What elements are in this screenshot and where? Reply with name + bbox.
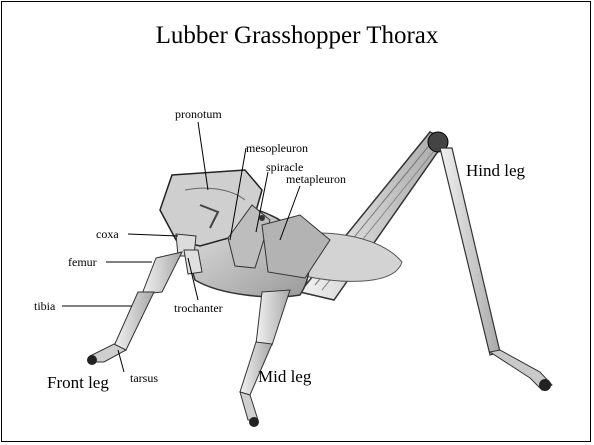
tarsus-leader [118, 350, 124, 372]
hind-claw [539, 379, 551, 391]
mid-claw [249, 417, 259, 427]
label-trochanter: trochanter [174, 301, 223, 315]
label-coxa: coxa [96, 227, 119, 241]
mid-femur [256, 290, 290, 345]
label-tibia: tibia [34, 299, 56, 313]
front-claw [87, 355, 97, 365]
front-femur [142, 252, 182, 294]
label-metapleuron: metapleuron [286, 172, 346, 186]
mid-tarsus [240, 392, 258, 420]
label-femur: femur [68, 255, 97, 269]
label-mid-leg: Mid leg [258, 367, 312, 386]
label-tarsus: tarsus [130, 371, 158, 385]
spiracle-dot [259, 215, 265, 221]
front-tibia [114, 292, 154, 350]
label-pronotum: pronotum [175, 107, 222, 121]
label-front-leg: Front leg [47, 373, 109, 392]
label-mesopleuron: mesopleuron [246, 141, 308, 155]
label-hind-leg: Hind leg [466, 161, 526, 180]
coxa-leader [128, 234, 178, 236]
